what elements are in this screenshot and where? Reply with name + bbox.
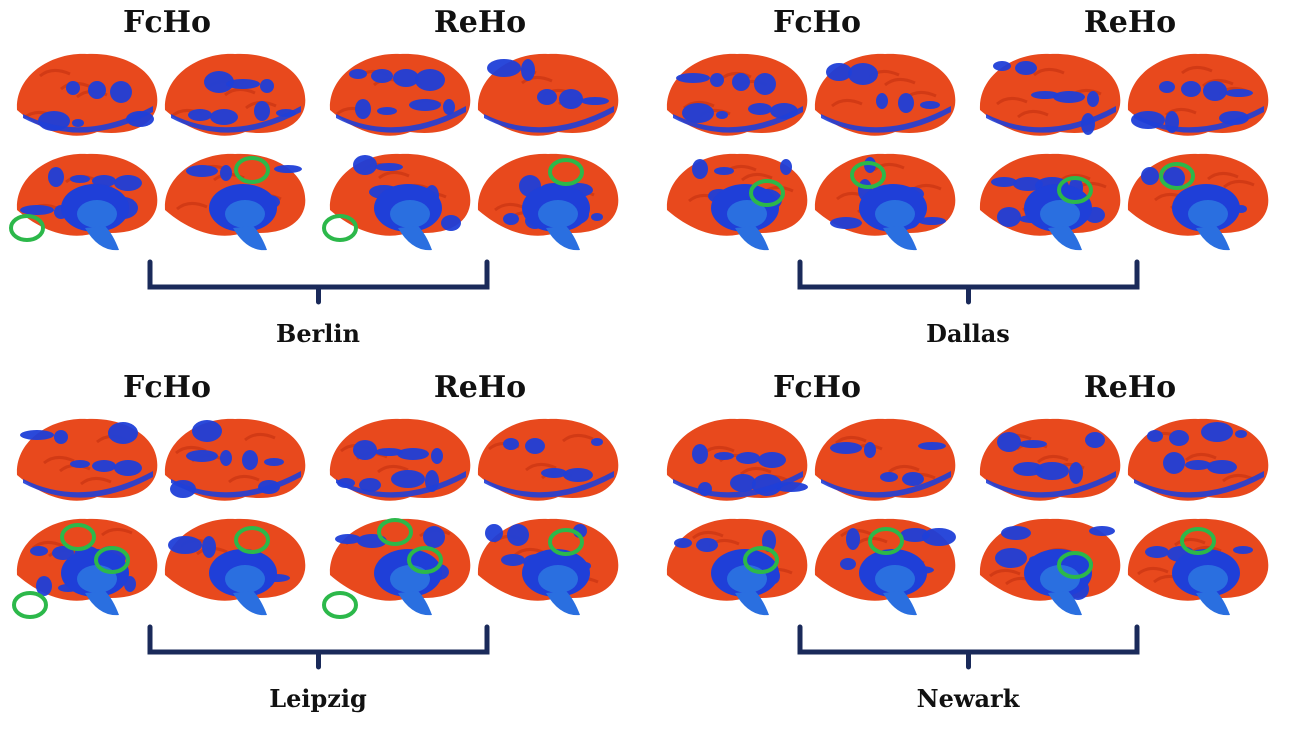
highlight-circle	[407, 546, 443, 574]
site-label: Leipzig	[269, 684, 367, 713]
brain-maps	[12, 418, 619, 670]
site-label: Newark	[916, 684, 1020, 713]
highlight-circle	[1159, 162, 1195, 190]
brain-lateral-surface	[666, 53, 808, 136]
highlight-circle	[234, 526, 270, 554]
highlight-circle	[1057, 176, 1093, 204]
highlight-circle	[12, 591, 48, 619]
brain-medial-surface	[1127, 518, 1269, 616]
brain-lateral-surface	[477, 53, 619, 136]
brain-lateral-surface	[814, 53, 956, 136]
brain-maps	[9, 53, 619, 305]
method-label-fcho: FcHo	[773, 5, 861, 40]
bracket	[147, 259, 490, 305]
brain-lateral-surface	[979, 418, 1121, 501]
highlight-circle	[1180, 527, 1216, 555]
method-label-reho: ReHo	[433, 370, 527, 405]
brain-lateral-surface	[1127, 418, 1269, 501]
method-label-reho: ReHo	[1083, 5, 1177, 40]
method-label-reho: ReHo	[1083, 370, 1177, 405]
brain-maps	[666, 53, 1269, 305]
method-label-fcho: FcHo	[123, 5, 211, 40]
brain-lateral-surface	[477, 418, 619, 501]
highlight-circle	[1057, 551, 1093, 579]
brain-medial-surface	[814, 518, 956, 616]
brain-medial-surface	[979, 153, 1121, 251]
highlight-circle	[377, 518, 413, 546]
brain-medial-surface	[164, 518, 306, 616]
brain-lateral-surface	[1127, 53, 1269, 136]
highlight-circle	[9, 214, 45, 242]
method-label-reho: ReHo	[433, 5, 527, 40]
highlight-circle	[548, 158, 584, 186]
brain-medial-surface	[666, 518, 808, 616]
method-label-fcho: FcHo	[123, 370, 211, 405]
brain-medial-surface	[329, 518, 471, 616]
brain-medial-surface	[16, 518, 158, 616]
highlight-circle	[850, 161, 886, 189]
brain-medial-surface	[477, 518, 619, 616]
highlight-circle	[749, 179, 785, 207]
brain-lateral-surface	[16, 418, 158, 501]
brain-lateral-surface	[814, 418, 956, 501]
brain-lateral-surface	[164, 53, 306, 136]
brain-medial-surface	[666, 153, 808, 251]
site-label: Berlin	[276, 319, 360, 348]
brain-medial-surface	[814, 153, 956, 251]
brain-medial-surface	[164, 153, 306, 251]
highlight-circle	[322, 214, 358, 242]
brain-medial-surface	[979, 518, 1121, 616]
highlight-circle	[743, 546, 779, 574]
brain-lateral-surface	[164, 418, 306, 501]
brain-maps	[666, 418, 1269, 670]
brain-medial-surface	[329, 153, 471, 251]
brain-medial-surface	[1127, 153, 1269, 251]
brain-lateral-surface	[666, 418, 808, 501]
brain-medial-surface	[16, 153, 158, 251]
brain-lateral-surface	[329, 53, 471, 136]
brain-lateral-surface	[979, 53, 1121, 136]
bracket	[797, 259, 1140, 305]
method-label-fcho: FcHo	[773, 370, 861, 405]
highlight-circle	[548, 528, 584, 556]
highlight-circle	[234, 156, 270, 184]
highlight-circle	[868, 527, 904, 555]
brain-lateral-surface	[329, 418, 471, 501]
bracket	[147, 624, 490, 670]
highlight-circle	[94, 546, 130, 574]
bracket	[797, 624, 1140, 670]
site-label: Dallas	[926, 319, 1010, 348]
brain-lateral-surface	[16, 53, 158, 136]
highlight-circle	[322, 591, 358, 619]
brain-medial-surface	[477, 153, 619, 251]
highlight-circle	[60, 523, 96, 551]
